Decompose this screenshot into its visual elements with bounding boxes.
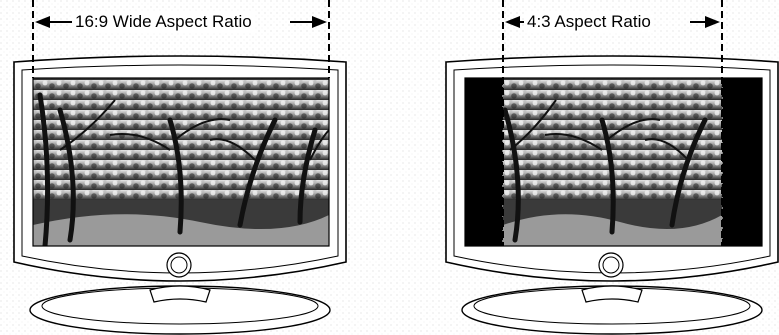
arrow-left-icon <box>505 16 520 28</box>
standard-ratio-guides <box>502 0 723 246</box>
wide-ratio-guides <box>32 0 330 78</box>
tv-bezel-inner <box>21 64 339 274</box>
arrow-right-icon <box>312 16 327 28</box>
pillarbox-bar-right <box>722 78 762 246</box>
power-button-ring <box>602 256 620 274</box>
tv-stand-neck <box>149 285 211 303</box>
power-button-ring <box>170 256 188 274</box>
tv-stand-neck <box>581 285 643 303</box>
tv-screen-image <box>503 78 722 246</box>
tv-bezel-inner <box>453 64 771 274</box>
widescreen-tv <box>13 55 347 335</box>
tv-screen-frame <box>32 77 330 247</box>
standard-tv <box>445 55 779 335</box>
tv-screen-image <box>33 78 329 246</box>
arrow-left-icon <box>35 16 50 28</box>
wide-aspect-ratio-label: 16:9 Wide Aspect Ratio <box>72 12 255 32</box>
standard-aspect-ratio-label: 4:3 Aspect Ratio <box>524 12 654 32</box>
tv-screen-frame <box>464 77 763 247</box>
arrow-right-icon <box>705 16 720 28</box>
pillarbox-bar-left <box>465 78 503 246</box>
